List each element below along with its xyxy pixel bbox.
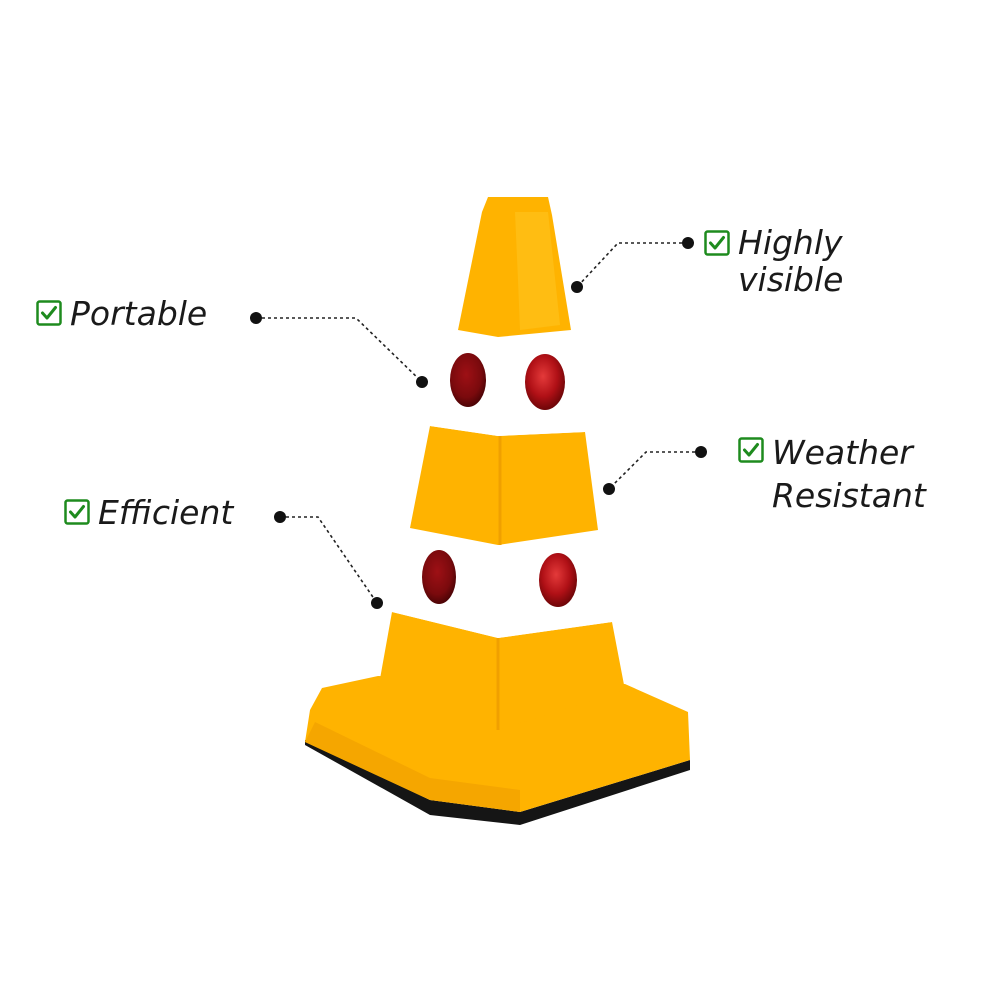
feature-label-highly-visible: Highly visible (738, 223, 844, 299)
leader-dot-portable-label (250, 312, 262, 324)
feature-portable: Portable (36, 294, 207, 334)
checkbox-checked-icon (704, 230, 730, 256)
feature-label-portable: Portable (70, 294, 208, 333)
feature-label-weather-resistant: Weather Resistant (772, 433, 926, 515)
leader-dot-visible-label (682, 237, 694, 249)
leader-dot-portable-cone (416, 376, 428, 388)
leader-dot-weather-label (695, 446, 707, 458)
checkbox-checked-icon (36, 300, 62, 326)
reflector-lower-right (539, 553, 577, 607)
leader-line-highly-visible (576, 242, 688, 288)
cone-base-rubber (305, 740, 690, 825)
reflector-upper-right (525, 354, 565, 410)
feature-weather-resistant: Weather Resistant (738, 431, 978, 517)
leader-line-portable (256, 317, 423, 383)
feature-highly-visible: Highly visible (704, 224, 904, 298)
leader-dot-efficient-label (274, 511, 286, 523)
cone-middle-section (410, 426, 598, 545)
leader-line-efficient (280, 516, 378, 604)
checkbox-checked-icon (64, 499, 90, 525)
cone-base-shade (305, 722, 520, 812)
reflector-lower-left (422, 550, 456, 604)
reflector-upper-left (450, 353, 486, 407)
checkbox-checked-icon (738, 437, 764, 463)
leader-line-weather-resistant (608, 451, 701, 490)
leader-dot-efficient-cone (371, 597, 383, 609)
cone-top-highlight (515, 212, 560, 330)
leader-dot-visible-cone (571, 281, 583, 293)
leader-dot-weather-cone (603, 483, 615, 495)
cone-lower-section (378, 612, 625, 730)
feature-efficient: Efficient (64, 493, 233, 533)
feature-label-efficient: Efficient (98, 493, 234, 532)
